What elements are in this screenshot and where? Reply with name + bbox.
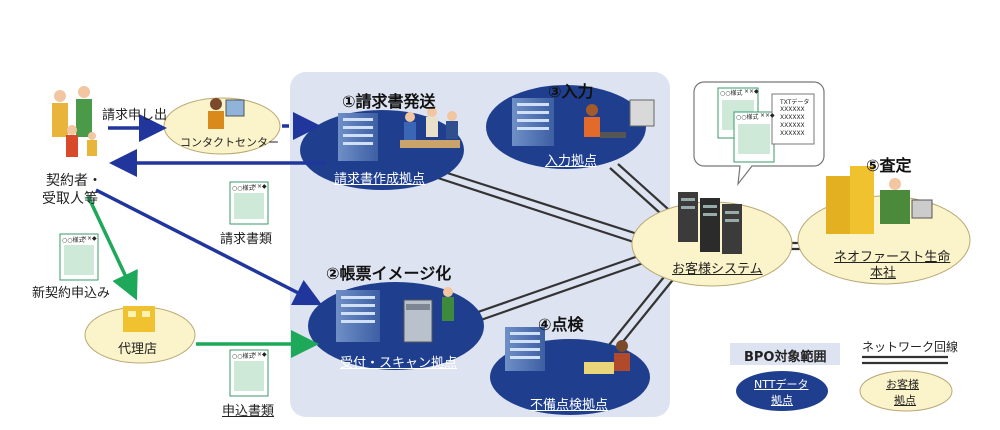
txt-row-text: XXXXXX (780, 122, 805, 129)
building-icon (505, 327, 545, 371)
application-docs-label: 申込書類 (222, 404, 275, 419)
form-corner-text: ××◆ (252, 183, 267, 190)
legend-ntt-line1: NTTデータ (754, 378, 809, 391)
legend-customer-node (859, 370, 953, 412)
arrow-contractor-to-agency (86, 195, 138, 301)
billing-site-label: 請求書作成拠点 (334, 172, 426, 187)
operator-headset-icon (208, 98, 245, 129)
contractor-label-line1: 契約者・ (46, 173, 102, 189)
form-marks-text: ○○様式 (720, 90, 743, 97)
txt-row-text: XXXXXX (780, 106, 805, 113)
legend-customer-line1: お客様 (886, 378, 919, 391)
contact-center-label: コンタクトセンター (180, 136, 279, 149)
form-corner-text: ××◆ (252, 351, 267, 358)
txt-row-text: XXXXXX (780, 114, 805, 121)
check-site-label: 不備点検拠点 (530, 398, 609, 413)
legend-ntt-line2: 拠点 (771, 394, 793, 407)
agency-building-icon (123, 306, 155, 332)
inspector-icon (584, 340, 630, 374)
form-marks-text: ○○様式 (232, 185, 255, 192)
form-marks-text: ○○様式 (62, 237, 85, 244)
step-4-title: ④点検 (538, 315, 584, 334)
agency-label: 代理店 (118, 342, 158, 357)
staff-meeting-icon (400, 107, 460, 148)
claim-docs-label: 請求書類 (220, 232, 273, 247)
contractor-label-line2: 受取人等 (42, 191, 98, 207)
input-site-label: 入力拠点 (545, 154, 598, 169)
form-icon (229, 349, 269, 397)
legend-ntt-node (736, 371, 828, 411)
family-icon (52, 86, 97, 157)
building-icon (512, 98, 554, 146)
hq-building-icon (826, 166, 933, 234)
legend-bpo-swatch (730, 343, 840, 365)
arrow-contractor-to-scan (95, 188, 323, 306)
new-contract-label: 新契約申込み (32, 286, 111, 301)
form-icon (733, 111, 775, 163)
step-5-title: ⑤査定 (866, 156, 912, 175)
form-corner-text: ××◆ (82, 235, 97, 242)
scanner-operator-icon (403, 287, 454, 343)
server-rack-icon (678, 192, 742, 254)
building-icon (338, 113, 378, 161)
form-corner-text: ××◆ (744, 88, 759, 95)
step-3-title: ③入力 (548, 82, 594, 101)
step-1-title: ①請求書発送 (342, 92, 436, 111)
hq-label-line2: 本社 (870, 266, 897, 281)
step-2-title: ②帳票イメージ化 (326, 264, 452, 283)
customer-system-label: お客様システム (672, 262, 763, 277)
form-marks-text: ○○様式 (232, 353, 255, 360)
building-icon (336, 290, 380, 342)
legend-bpo-label: BPO対象範囲 (744, 350, 827, 365)
txt-data-text: TXTデータ (780, 99, 810, 106)
txt-sheet-icon (771, 93, 815, 145)
txt-row-text: XXXXXX (780, 130, 805, 137)
scan-site-label: 受付・スキャン拠点 (340, 356, 458, 371)
form-icon (59, 233, 99, 281)
form-corner-text: ××◆ (760, 112, 775, 119)
data-entry-worker-icon (584, 99, 655, 138)
form-marks-text: ○○様式 (736, 114, 759, 121)
hq-label-line1: ネオファースト生命 (834, 250, 951, 265)
claim-request-label: 請求申し出 (102, 108, 168, 123)
legend-network-label: ネットワーク回線 (862, 340, 959, 354)
form-icon (229, 181, 269, 225)
legend-network-line (862, 355, 948, 365)
legend-customer-line2: 拠点 (894, 394, 916, 407)
